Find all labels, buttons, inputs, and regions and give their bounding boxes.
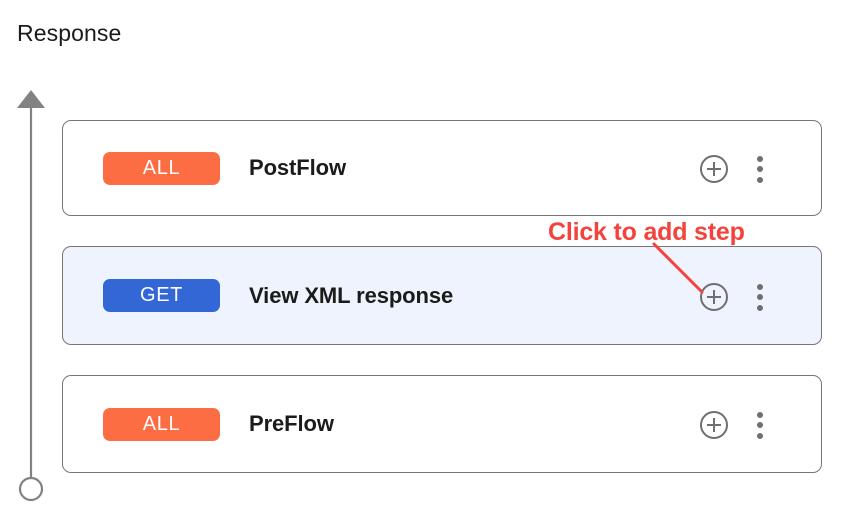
step-card-content: ALL PreFlow [63,376,821,472]
step-label: PreFlow [249,411,334,436]
add-step-button-view-xml-response[interactable] [699,282,729,312]
plus-circle-icon [700,411,728,439]
kebab-menu-icon [757,411,763,418]
kebab-menu-button-view-xml-response[interactable] [749,282,771,312]
flow-direction-axis [17,90,45,502]
kebab-menu-icon [757,432,763,439]
plus-circle-icon [700,155,728,183]
step-label: PostFlow [249,155,346,180]
kebab-menu-icon [757,304,763,311]
plus-circle-icon [700,283,728,311]
step-card-view-xml-response[interactable]: GET View XML response [62,246,822,345]
step-card-content: GET View XML response [63,247,821,344]
kebab-menu-icon [757,294,763,300]
kebab-menu-icon [757,283,763,290]
method-badge-get: GET [103,279,220,312]
kebab-menu-icon [757,166,763,172]
step-label: View XML response [249,282,454,308]
method-badge-all: ALL [103,407,220,441]
circle-outline-icon [18,476,44,502]
step-card-postflow[interactable]: ALL PostFlow [62,120,822,216]
kebab-menu-icon [757,176,763,183]
page-title: Response [17,20,122,46]
step-card-content: ALL PostFlow [63,121,821,215]
arrow-up-icon [17,90,45,108]
add-step-button-postflow[interactable] [699,154,729,184]
annotation-label-click-to-add-step: Click to add step [548,218,745,246]
add-step-button-preflow[interactable] [699,410,729,440]
kebab-menu-icon [757,155,763,162]
kebab-menu-button-postflow[interactable] [749,154,771,184]
method-badge-all: ALL [103,151,220,185]
kebab-menu-icon [757,422,763,428]
step-card-preflow[interactable]: ALL PreFlow [62,375,822,473]
kebab-menu-button-preflow[interactable] [749,410,771,440]
